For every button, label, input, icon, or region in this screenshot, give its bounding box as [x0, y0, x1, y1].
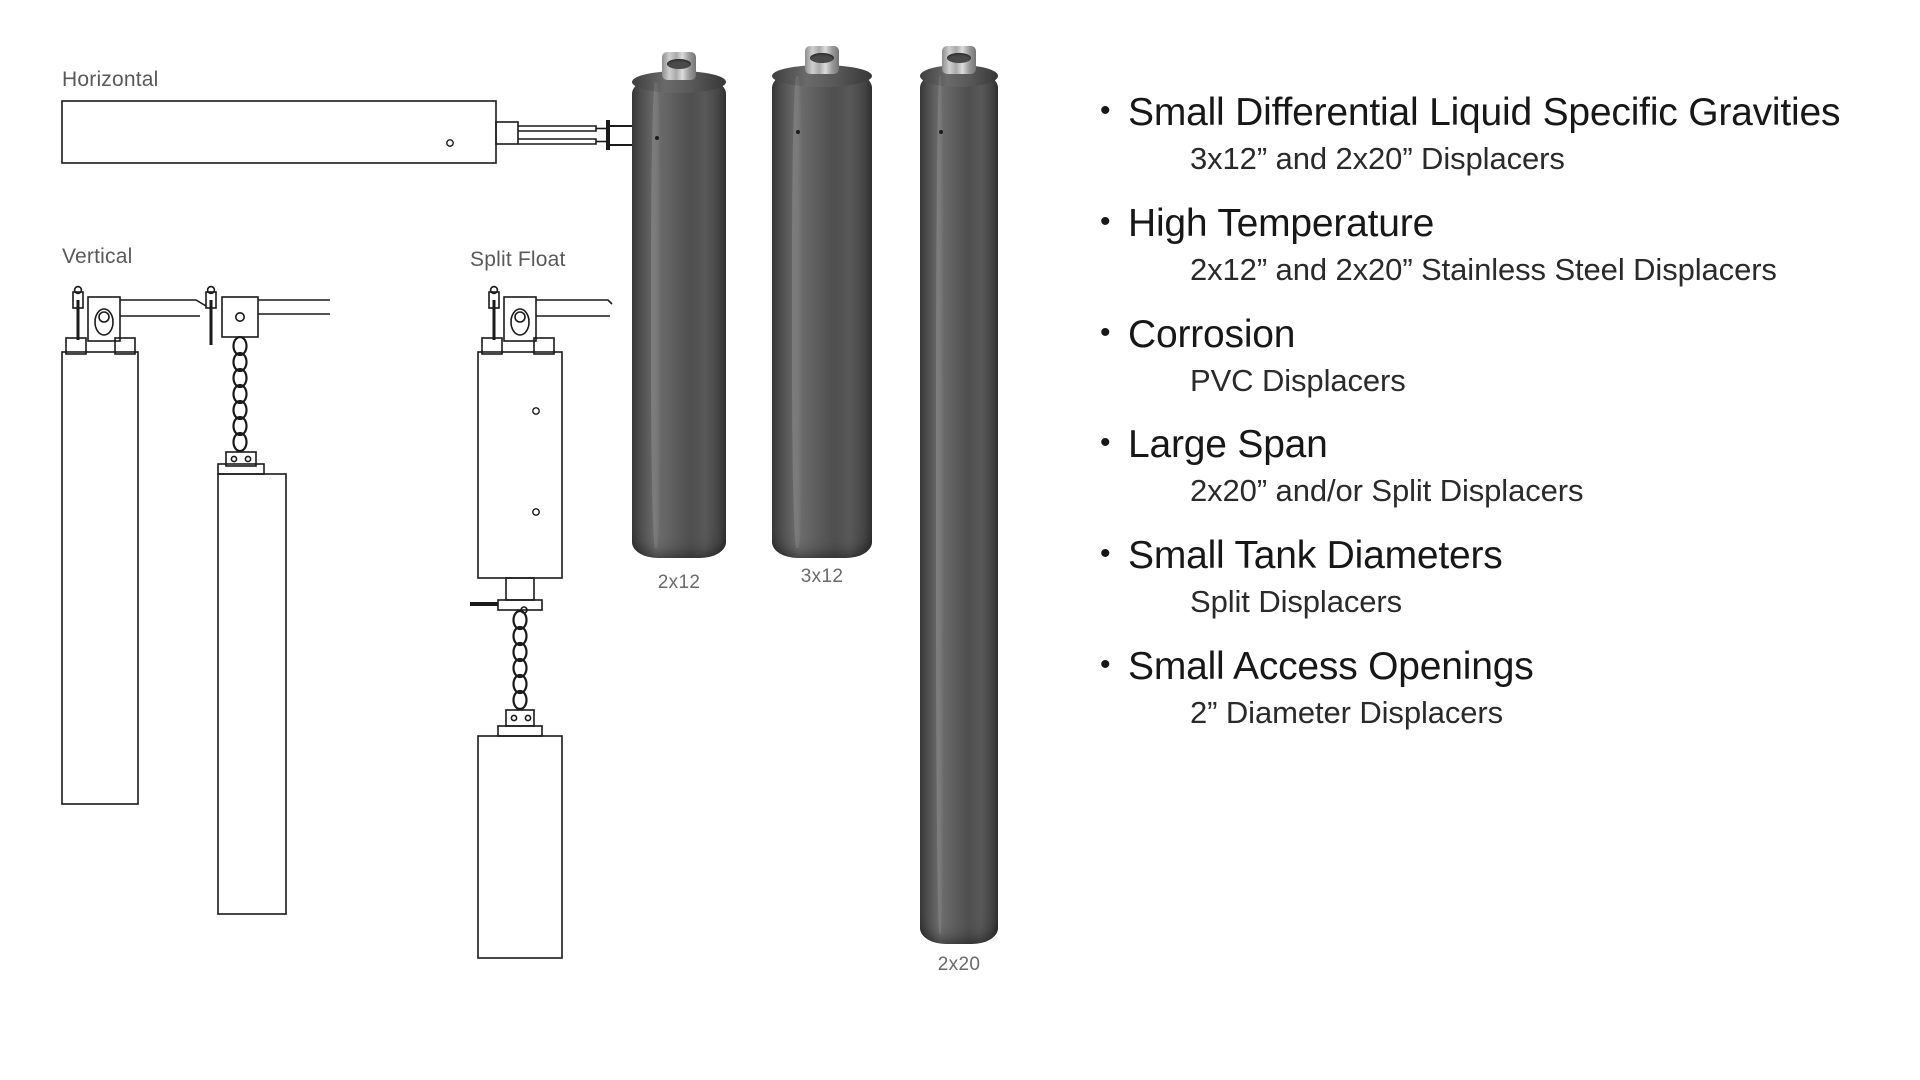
cylinder-port-icon: [796, 130, 800, 134]
bullet-dot-icon: •: [1100, 204, 1111, 238]
bullet-detail: 3x12” and 2x20” Displacers: [1190, 141, 1565, 177]
eye-bolt-cap-icon: [805, 46, 839, 74]
bullet-dot-icon: •: [1100, 94, 1111, 127]
displacer-photo-3x12: 3x12: [772, 46, 872, 587]
horizontal-displacer-drawing: [61, 100, 640, 164]
bullet-detail: 2” Diameter Displacers: [1190, 694, 1504, 730]
cylinder-port-icon: [938, 130, 943, 134]
bullet-item: • Corrosion PVC Displacers: [1100, 312, 1890, 399]
bullet-title-row: • Small Differential Liquid Specific Gra…: [1100, 91, 1890, 134]
cylinder-highlight: [650, 82, 662, 548]
displacer-caption: 3x12: [800, 566, 844, 587]
bullet-dot-icon: •: [1100, 315, 1111, 349]
bullet-title-row: • High Temperature: [1100, 201, 1890, 245]
bullet-title: Corrosion: [1128, 312, 1296, 356]
cylinder-body: [632, 52, 726, 558]
bullet-detail: 2x12” and 2x20” Stainless Steel Displace…: [1190, 251, 1777, 287]
horizontal-diagram-label: Horizontal: [62, 68, 159, 91]
bullet-dot-icon: •: [1100, 537, 1111, 570]
bullet-title-row: • Corrosion: [1100, 312, 1890, 356]
bullet-detail: Split Displacers: [1190, 584, 1403, 620]
displacer-photo-2x12: 2x12: [632, 52, 726, 593]
bullet-title: Small Tank Diameters: [1128, 534, 1503, 577]
eye-bolt-cap-icon: [662, 52, 696, 80]
cylinder-highlight: [935, 76, 945, 934]
chain-links-upper: [232, 335, 248, 453]
bullet-title-row: • Small Access Openings: [1100, 644, 1890, 688]
bullet-detail: PVC Displacers: [1190, 362, 1406, 398]
vertical-rigid-displacer-drawing: [61, 285, 207, 805]
bullet-item: • Small Differential Liquid Specific Gra…: [1100, 91, 1890, 177]
displacer-photo-2x20: 2x20: [920, 46, 998, 975]
split-float-diagram-label: Split Float: [470, 248, 566, 271]
bullet-title: High Temperature: [1128, 201, 1435, 245]
application-bullet-list: • Small Differential Liquid Specific Gra…: [1100, 91, 1890, 757]
cylinder-body: [920, 46, 998, 944]
vertical-chain-displacer-drawing: [205, 285, 330, 915]
split-float-drawing: [470, 285, 613, 959]
bullet-title: Small Access Openings: [1128, 644, 1534, 688]
bullet-item: • High Temperature 2x12” and 2x20” Stain…: [1100, 201, 1890, 288]
bullet-detail: 2x20” and/or Split Displacers: [1190, 473, 1584, 509]
eye-bolt-cap-icon: [942, 46, 976, 74]
displacer-caption: 2x20: [937, 954, 981, 975]
displacer-line-drawings: [61, 100, 640, 959]
bullet-title: Large Span: [1128, 423, 1328, 467]
bullet-dot-icon: •: [1100, 426, 1111, 460]
bullet-title-row: • Small Tank Diameters: [1100, 534, 1890, 577]
bullet-title-row: • Large Span: [1100, 424, 1890, 466]
bullet-item: • Small Access Openings 2” Diameter Disp…: [1100, 644, 1890, 731]
bullet-item: • Small Tank Diameters Split Displacers: [1100, 534, 1890, 620]
bullet-title: Small Differential Liquid Specific Gravi…: [1128, 91, 1841, 134]
chain-links-split: [512, 609, 528, 711]
bullet-dot-icon: •: [1100, 647, 1111, 681]
bullet-item: • Large Span 2x20” and/or Split Displace…: [1100, 424, 1890, 509]
vertical-diagram-label: Vertical: [62, 245, 133, 268]
displacer-caption: 2x12: [657, 572, 701, 593]
cylinder-body: [772, 46, 872, 558]
cylinder-highlight: [792, 76, 803, 548]
cylinder-port-icon: [654, 136, 659, 140]
